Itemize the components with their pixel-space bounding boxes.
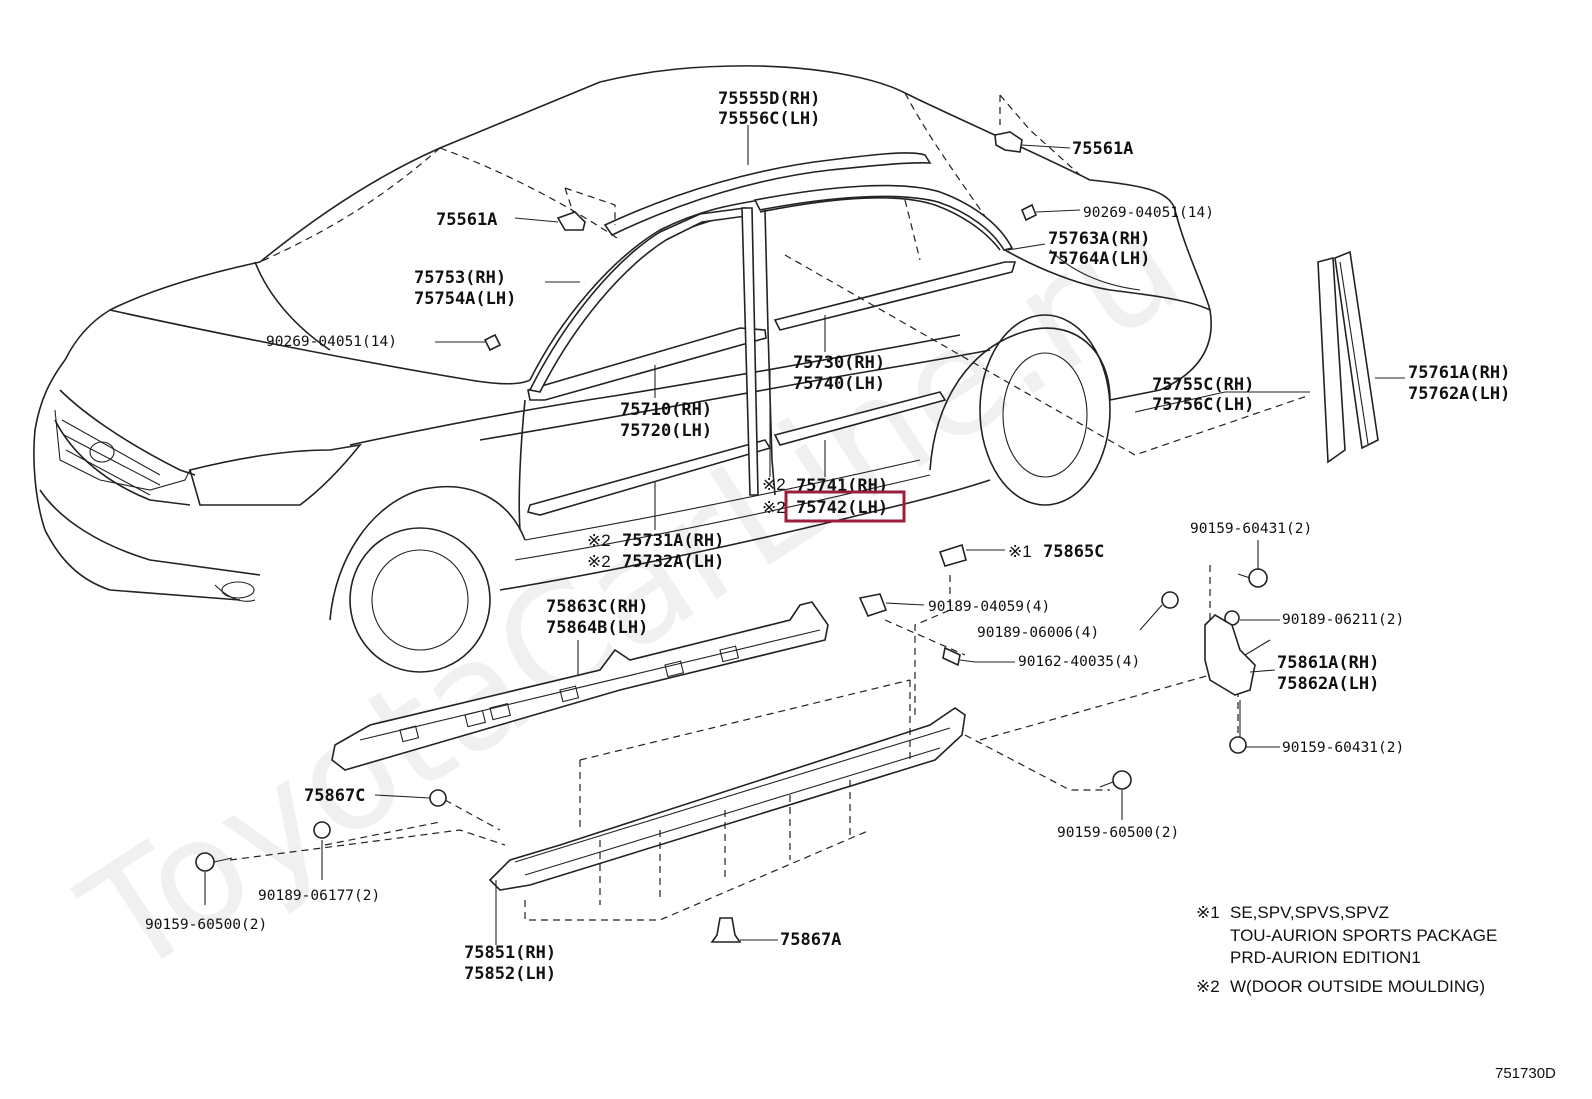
label-75561a-left: 75561A	[436, 210, 497, 230]
label-75555d: 75555D(RH)	[718, 89, 820, 109]
label-90159-60431-bot: 90159-60431(2)	[1282, 740, 1404, 756]
label-75867c: 75867C	[304, 786, 365, 806]
label-75556c: 75556C(LH)	[718, 109, 820, 129]
label-75731a: 75731A(RH)	[622, 531, 724, 551]
label-90189-04059: 90189-04059(4)	[928, 599, 1050, 615]
note-1-line-3: PRD-AURION EDITION1	[1230, 948, 1421, 967]
label-75762a: 75762A(LH)	[1408, 384, 1510, 404]
label-75763a: 75763A(RH)	[1048, 229, 1150, 249]
label-75761a: 75761A(RH)	[1408, 363, 1510, 383]
label-75720: 75720(LH)	[620, 421, 712, 441]
mark-2-75732a: ※2	[587, 552, 611, 571]
mark-2-75731a: ※2	[587, 531, 611, 550]
label-90159-60431-top: 90159-60431(2)	[1190, 521, 1312, 537]
label-90189-06211: 90189-06211(2)	[1282, 612, 1404, 628]
label-90159-60500-right: 90159-60500(2)	[1057, 825, 1179, 841]
label-90159-60500-left: 90159-60500(2)	[145, 917, 267, 933]
label-90162-40035: 90162-40035(4)	[1018, 654, 1140, 670]
pillar-garnish	[1317, 250, 1379, 464]
label-90189-06177: 90189-06177(2)	[258, 888, 380, 904]
mouldings	[527, 152, 1017, 516]
label-75865c: 75865C	[1043, 542, 1104, 562]
highlight-75742	[784, 490, 906, 523]
footnotes: ※1 SE,SPV,SPVS,SPVZ TOU-AURION SPORTS PA…	[1196, 903, 1497, 996]
mark-2-75742: ※2	[762, 498, 786, 517]
label-75863c: 75863C(RH)	[546, 597, 648, 617]
label-75852: 75852(LH)	[464, 964, 556, 984]
label-75862a: 75862A(LH)	[1277, 674, 1379, 694]
label-75755c: 75755C(RH)	[1152, 375, 1254, 395]
rocker-panel	[488, 707, 966, 891]
label-75764a: 75764A(LH)	[1048, 249, 1150, 269]
fasteners	[195, 131, 1271, 943]
label-75710: 75710(RH)	[620, 400, 712, 420]
note-1-line-1: SE,SPV,SPVS,SPVZ	[1230, 903, 1389, 922]
label-75740: 75740(LH)	[793, 374, 885, 394]
label-75754a: 75754A(LH)	[414, 289, 516, 309]
note-1-line-2: TOU-AURION SPORTS PACKAGE	[1230, 926, 1497, 945]
label-75730: 75730(RH)	[793, 353, 885, 373]
watermark: ToyotaCarLine.ru	[54, 176, 1210, 1011]
label-75732a: 75732A(LH)	[622, 552, 724, 572]
label-75864b: 75864B(LH)	[546, 618, 648, 638]
note-2-mark: ※2	[1196, 977, 1220, 996]
label-75861a: 75861A(RH)	[1277, 653, 1379, 673]
rocker-reinforcement	[331, 601, 829, 771]
mark-2-75741: ※2	[762, 475, 786, 494]
note-1-mark: ※1	[1196, 903, 1220, 922]
label-75867a: 75867A	[780, 930, 841, 950]
label-75753: 75753(RH)	[414, 268, 506, 288]
note-2-line-1: W(DOOR OUTSIDE MOULDING)	[1230, 977, 1485, 996]
label-90189-06006: 90189-06006(4)	[977, 625, 1099, 641]
label-75742: 75742(LH)	[796, 498, 888, 518]
label-75561a-top: 75561A	[1072, 139, 1133, 159]
label-75756c: 75756C(LH)	[1152, 395, 1254, 415]
label-90269-left: 90269-04051(14)	[266, 334, 397, 350]
part-labels: 75555D(RH) 75556C(LH) 75561A 75561A 9026…	[145, 89, 1510, 984]
label-90269-right: 90269-04051(14)	[1083, 205, 1214, 221]
leader-lines	[204, 125, 1405, 945]
mark-1-75865c: ※1	[1008, 542, 1032, 561]
label-75851: 75851(RH)	[464, 943, 556, 963]
diagram-id: 751730D	[1495, 1065, 1556, 1082]
